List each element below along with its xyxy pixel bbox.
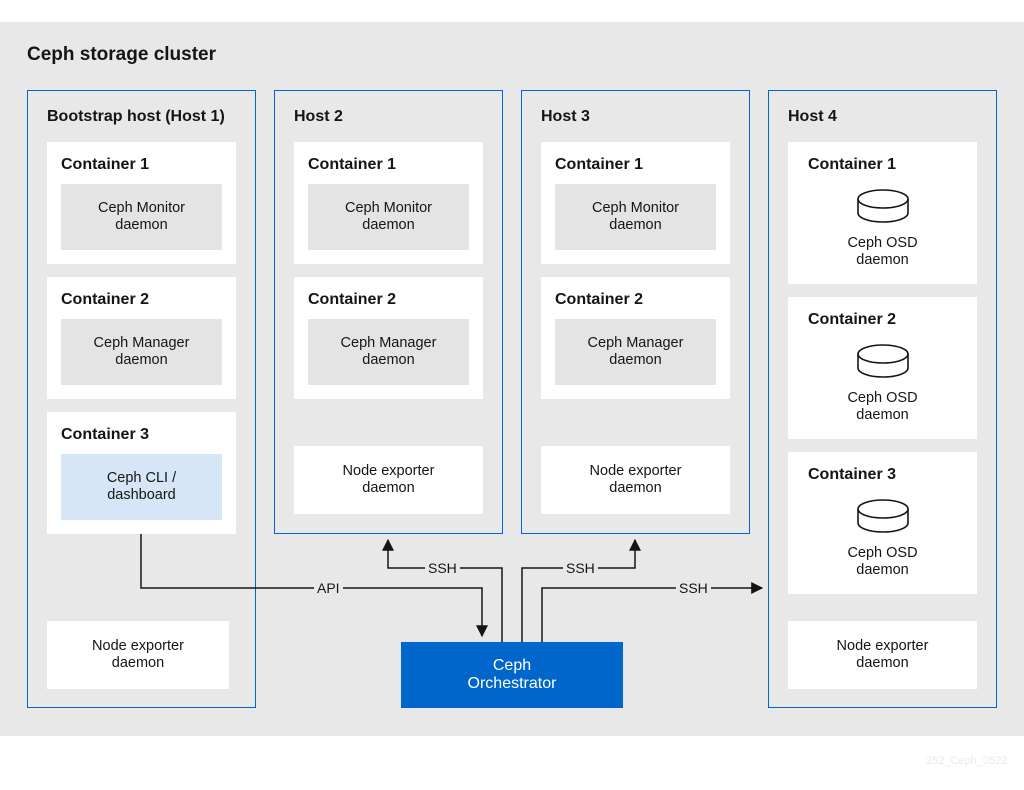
ssh-host4-label: SSH xyxy=(676,580,711,596)
host2-title: Host 2 xyxy=(294,108,343,125)
host1-container-3: Container 3 Ceph CLI /dashboard xyxy=(47,412,236,534)
cluster-title: Ceph storage cluster xyxy=(27,44,216,65)
container-title: Container 3 xyxy=(61,426,150,443)
ssh-host2-connector xyxy=(382,538,503,642)
host-bootstrap xyxy=(27,90,256,708)
ssh-host3-connector xyxy=(521,538,641,642)
container-title: Container 1 xyxy=(61,156,150,173)
ssh-host3-label: SSH xyxy=(563,560,598,576)
disk-icon xyxy=(857,189,909,223)
container-title: Container 1 xyxy=(808,156,897,173)
ssh-host4-connector xyxy=(541,582,764,642)
host-2 xyxy=(274,90,503,534)
host-3 xyxy=(521,90,750,534)
ceph-cli-dashboard: Ceph CLI /dashboard xyxy=(61,454,222,520)
host1-title: Bootstrap host (Host 1) xyxy=(47,108,225,125)
disk-icon xyxy=(857,344,909,378)
disk-icon xyxy=(857,499,909,533)
host4-title: Host 4 xyxy=(788,108,837,125)
api-connector xyxy=(140,534,488,638)
container-title: Container 1 xyxy=(308,156,397,173)
container-title: Container 3 xyxy=(808,466,897,483)
container-title: Container 2 xyxy=(808,311,897,328)
container-title: Container 2 xyxy=(555,291,644,308)
ssh-host2-label: SSH xyxy=(425,560,460,576)
container-title: Container 1 xyxy=(555,156,644,173)
container-title: Container 2 xyxy=(308,291,397,308)
api-label: API xyxy=(314,580,343,596)
container-title: Container 2 xyxy=(61,291,150,308)
host-4 xyxy=(768,90,997,708)
watermark: 252_Ceph_0522 xyxy=(926,755,1008,767)
host3-title: Host 3 xyxy=(541,108,590,125)
